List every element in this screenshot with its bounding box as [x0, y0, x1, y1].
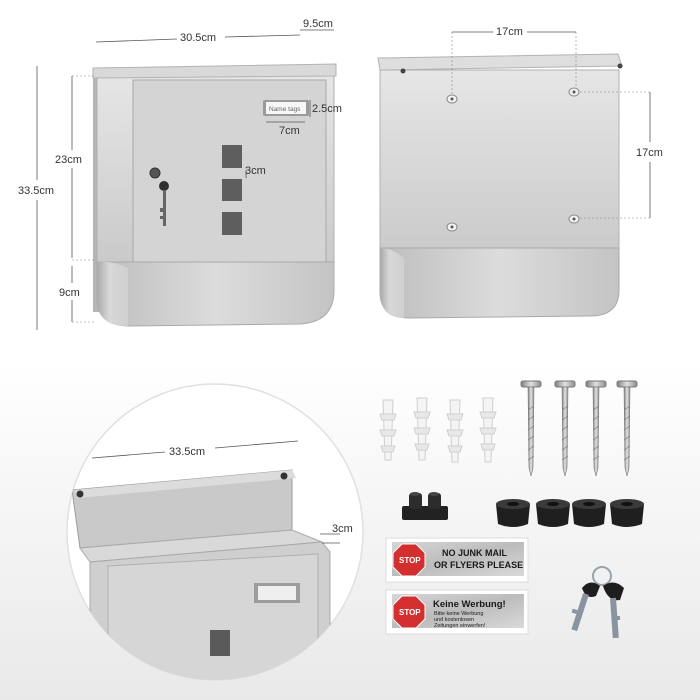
wall-plug-icon: [413, 397, 431, 461]
name-tag-text: Name tags: [269, 106, 301, 113]
wall-plug-icon: [446, 399, 464, 463]
rubber-bumper-icon: [572, 499, 606, 527]
lock-icon: [149, 167, 161, 179]
rubber-bumper-icon: [496, 499, 530, 527]
sticker-2-line3: Zeitungen einwerfen!: [434, 623, 486, 629]
stop-text-1: STOP: [399, 556, 421, 565]
dim-height-total: 33.5cm: [18, 185, 54, 197]
dim-depth: 9.5cm: [303, 18, 333, 30]
window-slot-1: [222, 145, 242, 168]
rubber-bumper-icon: [610, 499, 644, 527]
screw-icon: [554, 380, 576, 477]
sticker-2-line2: und kostenlosen: [434, 617, 474, 623]
stop-text-2: STOP: [399, 608, 421, 617]
dim-height-lower: 9cm: [59, 287, 80, 299]
dim-lid-depth: 3cm: [332, 523, 353, 535]
dim-window-gap: 3cm: [245, 165, 266, 177]
dim-back-vertical: 17cm: [636, 147, 663, 159]
key-icon: [571, 566, 612, 632]
lid-detail-zoom: [66, 383, 364, 681]
front-dimension-lines: [36, 29, 334, 330]
dim-nametag-width: 7cm: [279, 125, 300, 137]
dim-back-horizontal: 17cm: [496, 26, 523, 38]
stop-sign-icon: [392, 595, 426, 629]
screw-icon: [585, 380, 607, 477]
rubber-bumper-icon: [402, 492, 448, 520]
sticker-no-junk-mail: STOP NO JUNK MAIL OR FLYERS PLEASE: [385, 537, 529, 583]
stop-sign-icon: [392, 543, 426, 577]
key-icon: [603, 582, 624, 639]
dim-width-front: 30.5cm: [180, 32, 216, 44]
mailbox-back-view: [377, 53, 623, 319]
sticker-2-line1: Bitte keine Werbung: [434, 611, 483, 617]
sticker-2-title: Keine Werbung!: [433, 599, 506, 610]
sticker-1-line2: OR FLYERS PLEASE: [434, 560, 523, 570]
sticker-1-line1: NO JUNK MAIL: [442, 548, 508, 558]
wall-plug-icon: [379, 399, 397, 461]
dim-height-upper: 23cm: [55, 154, 82, 166]
sticker-keine-werbung: STOP Keine Werbung! Bitte keine Werbung …: [385, 589, 529, 635]
window-slot-2: [222, 179, 242, 201]
dim-nametag-height: 2.5cm: [312, 103, 342, 115]
key-icon: [159, 181, 169, 226]
window-slot-3: [222, 212, 242, 235]
screw-icon: [520, 380, 542, 477]
wall-plug-icon: [479, 397, 497, 463]
rubber-bumper-icon: [536, 499, 570, 527]
mailbox-front-view: Name tags: [92, 63, 337, 327]
back-dimension-lines: [452, 31, 651, 218]
screw-icon: [616, 380, 638, 477]
dim-lid-width: 33.5cm: [169, 446, 205, 458]
